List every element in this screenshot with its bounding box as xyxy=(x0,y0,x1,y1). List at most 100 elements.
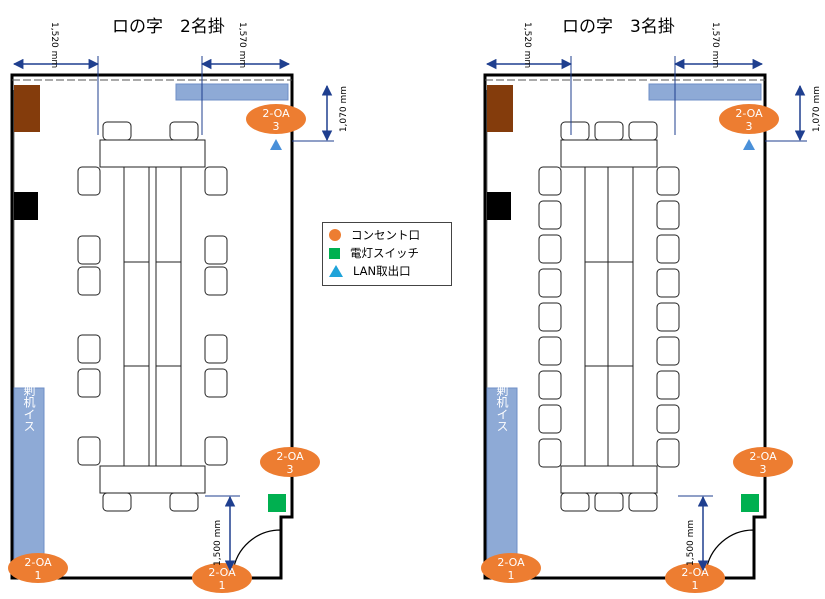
outlet-label: 2-OA xyxy=(24,556,52,569)
outlet-label: 2-OA xyxy=(735,107,763,120)
chair xyxy=(538,268,562,298)
storage-shelf xyxy=(487,85,513,132)
outlet-number: 3 xyxy=(746,120,753,133)
table-left-column xyxy=(584,166,611,467)
light-switch xyxy=(741,494,759,512)
chair xyxy=(628,492,658,512)
outlet-number: 3 xyxy=(287,463,294,476)
spare-chairs-area xyxy=(13,387,45,564)
dimension-top-right-label: 1,570 mm xyxy=(710,22,720,68)
lan-triangle-icon xyxy=(329,265,343,277)
black-cabinet xyxy=(487,192,511,220)
chair xyxy=(77,436,101,466)
outlet-number: 1 xyxy=(219,579,226,592)
spare-chairs-area xyxy=(486,387,518,564)
outlet-bottom-right xyxy=(733,447,793,477)
chair xyxy=(538,336,562,366)
chair xyxy=(204,334,228,364)
room-wall xyxy=(483,73,767,580)
legend-item-switch: 電灯スイッチ xyxy=(329,244,445,262)
dimension-right-label: 1,070 mm xyxy=(339,86,349,132)
table-top xyxy=(560,139,658,168)
chair xyxy=(560,492,590,512)
dimension-right-label: 1,070 mm xyxy=(812,86,822,132)
chair xyxy=(656,234,680,264)
chair xyxy=(656,166,680,196)
chair xyxy=(656,370,680,400)
chair xyxy=(204,235,228,265)
outlet-label: 2-OA xyxy=(262,107,290,120)
chair xyxy=(538,302,562,332)
outlet-label: 2-OA xyxy=(497,556,525,569)
chair xyxy=(538,404,562,434)
chair xyxy=(204,436,228,466)
chair xyxy=(538,234,562,264)
legend-item-outlet: コンセント口 xyxy=(329,226,445,244)
outlet-number: 3 xyxy=(760,463,767,476)
chair xyxy=(656,404,680,434)
outlet-label: 2-OA xyxy=(749,450,777,463)
legend: コンセント口 電灯スイッチ LAN取出口 xyxy=(322,222,452,286)
outlet-label: 2-OA xyxy=(681,566,709,579)
outlet-number: 3 xyxy=(273,120,280,133)
chair xyxy=(628,121,658,141)
table-bottom xyxy=(560,465,658,494)
plan-title-left: ロの字 2名掛 xyxy=(112,17,225,37)
spare-chairs-label: 余剰机イス xyxy=(22,371,36,432)
outlet-label: 2-OA xyxy=(276,450,304,463)
chair xyxy=(656,200,680,230)
outlet-label: 2-OA xyxy=(208,566,236,579)
chair xyxy=(77,334,101,364)
chair xyxy=(560,121,590,141)
legend-item-lan: LAN取出口 xyxy=(329,262,445,280)
table-right-column xyxy=(155,166,182,467)
dimension-top-left-label: 1,520 mm xyxy=(49,22,59,68)
storage-shelf xyxy=(14,85,40,132)
chair xyxy=(169,121,199,141)
chair xyxy=(594,492,624,512)
plan-title-right: ロの字 3名掛 xyxy=(562,17,675,37)
chair xyxy=(656,302,680,332)
outlet-circle-icon xyxy=(329,229,341,241)
outlet-top-right xyxy=(719,104,779,134)
chair xyxy=(77,266,101,296)
outlet-number: 1 xyxy=(508,569,515,582)
table-top xyxy=(99,139,206,168)
dimension-top-left-label: 1,520 mm xyxy=(522,22,532,68)
table-left-column xyxy=(123,166,150,467)
legend-label: 電灯スイッチ xyxy=(350,246,419,260)
outlet-bottom-left xyxy=(8,553,68,583)
legend-label: コンセント口 xyxy=(351,228,420,242)
dimension-top-right-label: 1,570 mm xyxy=(237,22,247,68)
chair xyxy=(538,166,562,196)
whiteboard-panel xyxy=(648,83,762,101)
outlet-bottom-door xyxy=(192,563,252,593)
chair xyxy=(594,121,624,141)
door-swing xyxy=(232,529,282,573)
light-switch-square-icon xyxy=(329,247,340,259)
room-wall xyxy=(10,73,294,580)
chair xyxy=(538,200,562,230)
chair xyxy=(77,235,101,265)
chair xyxy=(656,438,680,468)
chair xyxy=(656,336,680,366)
table-right-column xyxy=(607,166,634,467)
black-cabinet xyxy=(14,192,38,220)
legend-label: LAN取出口 xyxy=(353,264,411,278)
chair xyxy=(169,492,199,512)
dimension-bottom-label: 1,500 mm xyxy=(686,520,696,566)
chair xyxy=(538,438,562,468)
chair xyxy=(656,268,680,298)
dimension-bottom-label: 1,500 mm xyxy=(213,520,223,566)
chair xyxy=(538,370,562,400)
chair xyxy=(77,166,101,196)
outlet-top-right xyxy=(246,104,306,134)
outlet-number: 1 xyxy=(35,569,42,582)
lan-port xyxy=(743,139,755,150)
chair xyxy=(77,368,101,398)
chair xyxy=(102,121,132,141)
outlet-bottom-left xyxy=(481,553,541,583)
